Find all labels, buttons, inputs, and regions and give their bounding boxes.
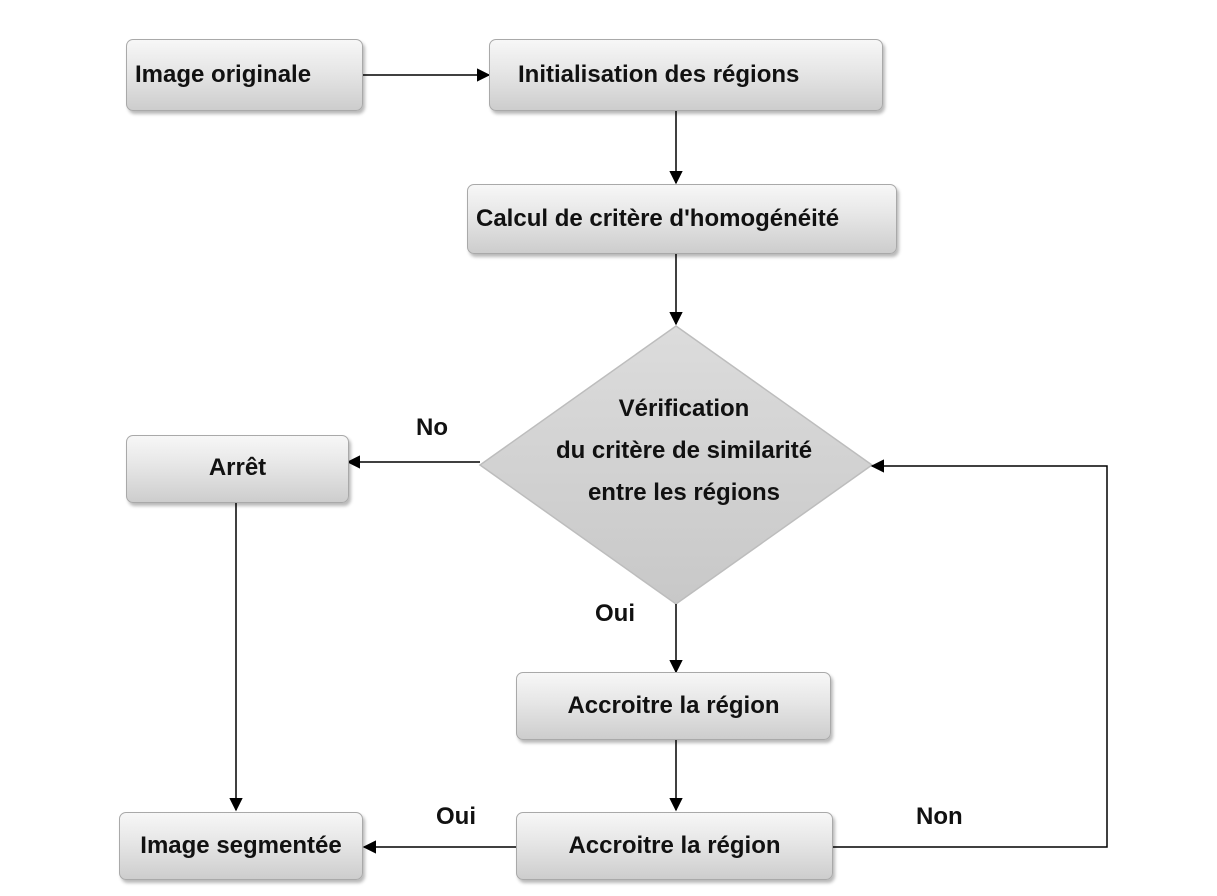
node-initialisation: Initialisation des régions (489, 39, 883, 111)
node-image-originale: Image originale (126, 39, 363, 111)
edge-label-non: Non (916, 803, 963, 830)
decision-line-2: du critère de similarité (555, 437, 813, 464)
edge-label-no: No (416, 414, 448, 441)
arrow-non-loop (833, 459, 1108, 848)
edge-label-oui-left: Oui (436, 803, 476, 830)
node-calcul: Calcul de critère d'homogénéité (467, 184, 897, 254)
node-arret: Arrêt (126, 435, 349, 503)
node-image-segmentee: Image segmentée (119, 812, 363, 880)
node-accroitre-2: Accroitre la région (516, 812, 833, 880)
edge-label-oui-down: Oui (595, 600, 635, 627)
decision-line-3: entre les régions (587, 479, 781, 506)
decision-line-1: Vérification (618, 395, 750, 422)
node-accroitre-1: Accroitre la région (516, 672, 831, 740)
decision-text: Vérification du critère de similarité en… (490, 388, 878, 514)
